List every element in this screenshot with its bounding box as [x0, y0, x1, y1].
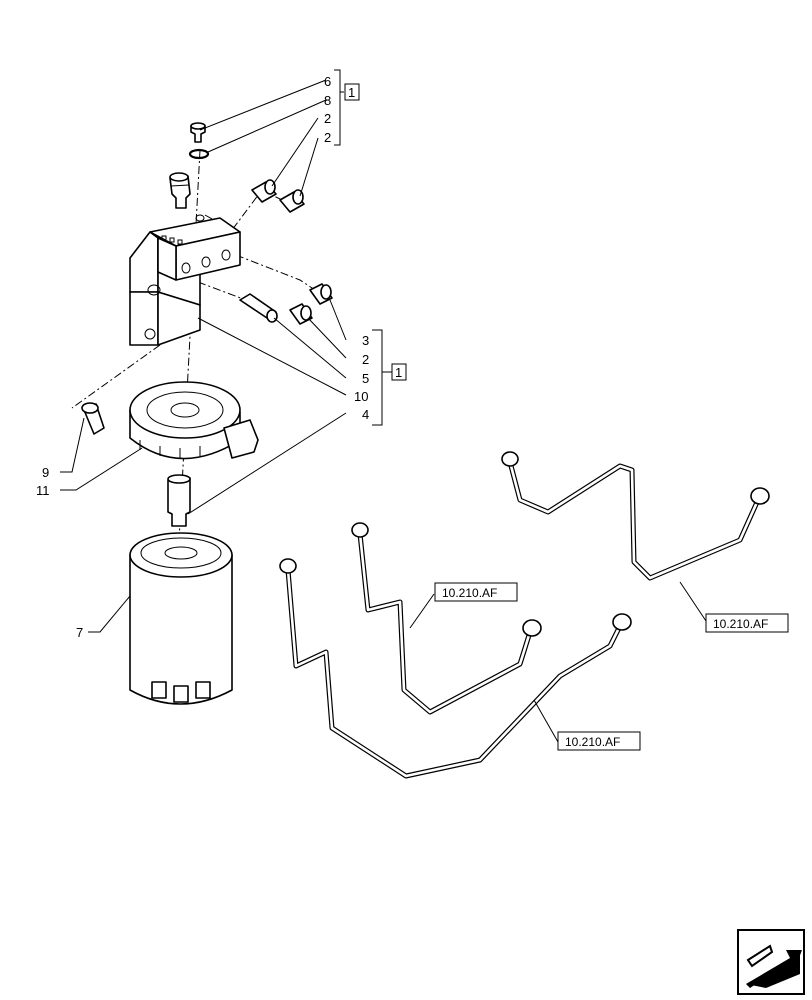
group-ref-box-lower: 1 — [391, 363, 407, 381]
pipe-line-left — [279, 558, 632, 779]
callout-2c: 2 — [362, 352, 369, 367]
leader-lines — [60, 79, 709, 743]
bolt-axis — [71, 344, 161, 409]
filter-cartridge-part-7 — [129, 532, 233, 705]
next-page-arrow-icon[interactable] — [737, 929, 805, 995]
fitting-part-3 — [309, 283, 333, 305]
plug-part-6 — [190, 122, 206, 143]
cross-ref-a[interactable]: 10.210.AF — [434, 582, 518, 602]
callout-8: 8 — [324, 93, 331, 108]
callout-2a: 2 — [324, 111, 331, 126]
callout-11: 11 — [36, 483, 50, 498]
cross-ref-c[interactable]: 10.210.AF — [557, 731, 641, 751]
svg-text:10.210.AF: 10.210.AF — [713, 617, 768, 631]
fitting-part-2a — [251, 179, 277, 203]
callout-6: 6 — [324, 74, 331, 89]
callout-4: 4 — [362, 407, 369, 422]
svg-text:1: 1 — [348, 85, 355, 100]
callout-10: 10 — [354, 389, 368, 404]
group-bracket-upper — [334, 69, 341, 146]
svg-text:1: 1 — [395, 365, 402, 380]
filter-head-part-11 — [129, 381, 259, 460]
callout-2b: 2 — [324, 130, 331, 145]
o-ring-part-8 — [188, 148, 210, 160]
callout-5: 5 — [362, 371, 369, 386]
pipe-line-right — [501, 451, 770, 581]
pipe-line-middle — [351, 522, 542, 715]
fitting-part-2c — [289, 303, 313, 325]
filter-head-bracket — [129, 214, 241, 346]
svg-text:10.210.AF: 10.210.AF — [565, 735, 620, 749]
fitting-axis-lower — [235, 254, 319, 293]
group-bracket-lower — [372, 329, 383, 426]
fitting-axis-upper — [204, 189, 293, 231]
bolt-part-9 — [81, 402, 105, 435]
svg-text:10.210.AF: 10.210.AF — [442, 586, 497, 600]
union-fitting-top — [169, 172, 191, 209]
group-ref-box-upper: 1 — [344, 83, 360, 101]
sensor-part-5 — [239, 293, 278, 323]
callout-7: 7 — [76, 625, 83, 640]
callout-9: 9 — [42, 465, 49, 480]
nipple-part-4 — [167, 474, 191, 527]
callout-3: 3 — [362, 333, 369, 348]
cross-ref-b[interactable]: 10.210.AF — [705, 613, 789, 633]
